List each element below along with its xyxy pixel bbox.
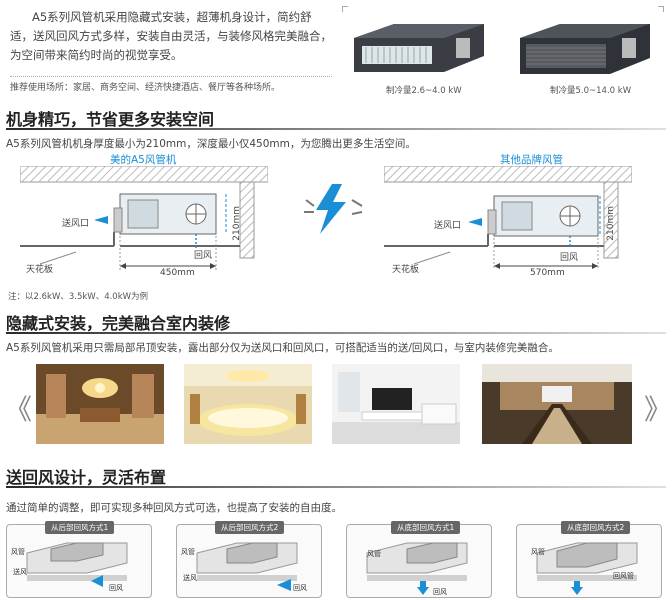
airflow-label-return-duct: 回风管 [613,572,634,580]
ceiling-label-left: 天花板 [26,265,54,275]
airflow-label-supply: 送风 [183,574,197,582]
diagram-right-title: 其他品牌风管 [500,154,563,166]
gallery-next-button[interactable]: 》 [644,393,672,426]
airflow-label-return: 回风 [109,584,123,592]
section3-title: 送回风设计，灵活布置 [6,468,167,487]
diagram-right [384,166,632,270]
airflow-panel-3: 从底部回风方式1 风管 回风 [346,521,492,598]
section-rule [6,332,666,334]
product-image-large [520,24,650,74]
product-caption-large: 制冷量5.0~14.0 kW [550,86,632,96]
section-rule [6,128,666,130]
airflow-label-duct: 风管 [181,548,195,556]
ceiling-label-right: 天花板 [392,265,420,275]
section2-desc: A5系列风管机采用只需局部吊顶安装，露出部分仅为送风口和回风口，可搭配适当的送/… [6,342,559,354]
airflow-panel-2: 从后部回风方式2 风管 送风 回风 [176,521,322,598]
section3-desc: 通过简单的调整，即可实现多种回风方式可选，也提高了安装的自由度。 [6,502,342,514]
airflow-label-duct: 风管 [367,550,381,558]
product-caption-small: 制冷量2.6~4.0 kW [386,86,462,96]
airflow-label-duct: 风管 [11,548,25,556]
airflow-label-return: 回风 [433,588,447,596]
compare-lightning-icon [304,184,363,234]
depth-label-left: 450mm [160,268,195,278]
gallery-photo-meeting-room[interactable] [482,364,632,444]
depth-label-right: 570mm [530,268,565,278]
airflow-label-supply: 送风 [13,568,27,576]
section2-title: 隐藏式安装，完美融合室内装修 [6,314,231,333]
return-label-right: 回风 [560,253,579,263]
airflow-caption-2: 从后部回风方式2 [215,521,285,534]
gallery-prev-button[interactable]: 《 [4,393,33,426]
airflow-label-duct: 风管 [531,548,545,556]
section1-title: 机身精巧，节省更多安装空间 [6,110,215,129]
diagram-left-title: 美的A5风管机 [110,154,177,166]
airflow-caption-3: 从底部回风方式1 [391,521,461,534]
airflow-caption-4: 从底部回风方式2 [561,521,631,534]
diagram-left [20,166,268,270]
airflow-panel-4: 从底部回风方式2 风管 回风管 [516,521,662,598]
airflow-label-return: 回风 [293,584,307,592]
gallery-photo-living-room[interactable] [332,364,460,444]
airflow-panel-1: 从后部回风方式1 风管 送风 回风 [6,521,152,598]
product-area: 制冷量2.6~4.0 kW 制冷量5.0~14.0 kW [340,6,666,102]
gallery-photo-lobby[interactable] [36,364,164,444]
section1-desc: A5系列风管机机身厚度最小为210mm，深度最小仅450mm，为您腾出更多生活空… [6,138,416,150]
product-image-small [354,24,484,72]
height-label-right: 210mm [606,206,616,241]
divider [10,76,332,77]
airflow-caption-1: 从后部回风方式1 [45,521,115,534]
gallery-photo-dining[interactable] [184,364,312,444]
venues-text: 推荐使用场所：家居、商务空间、经济快捷酒店、餐厅等各种场所。 [10,83,281,93]
section1-note: 注：以2.6kW、3.5kW、4.0kW为例 [8,292,149,302]
supply-label-right: 送风口 [434,221,462,231]
intro-text: A5系列风管机采用隐藏式安装，超薄机身设计，简约舒适，送风回风方式多样，安装自由… [10,10,332,62]
height-label-left: 210mm [232,206,242,241]
return-label-left: 回风 [194,251,213,261]
supply-label-left: 送风口 [62,219,90,229]
section-rule [6,486,666,488]
